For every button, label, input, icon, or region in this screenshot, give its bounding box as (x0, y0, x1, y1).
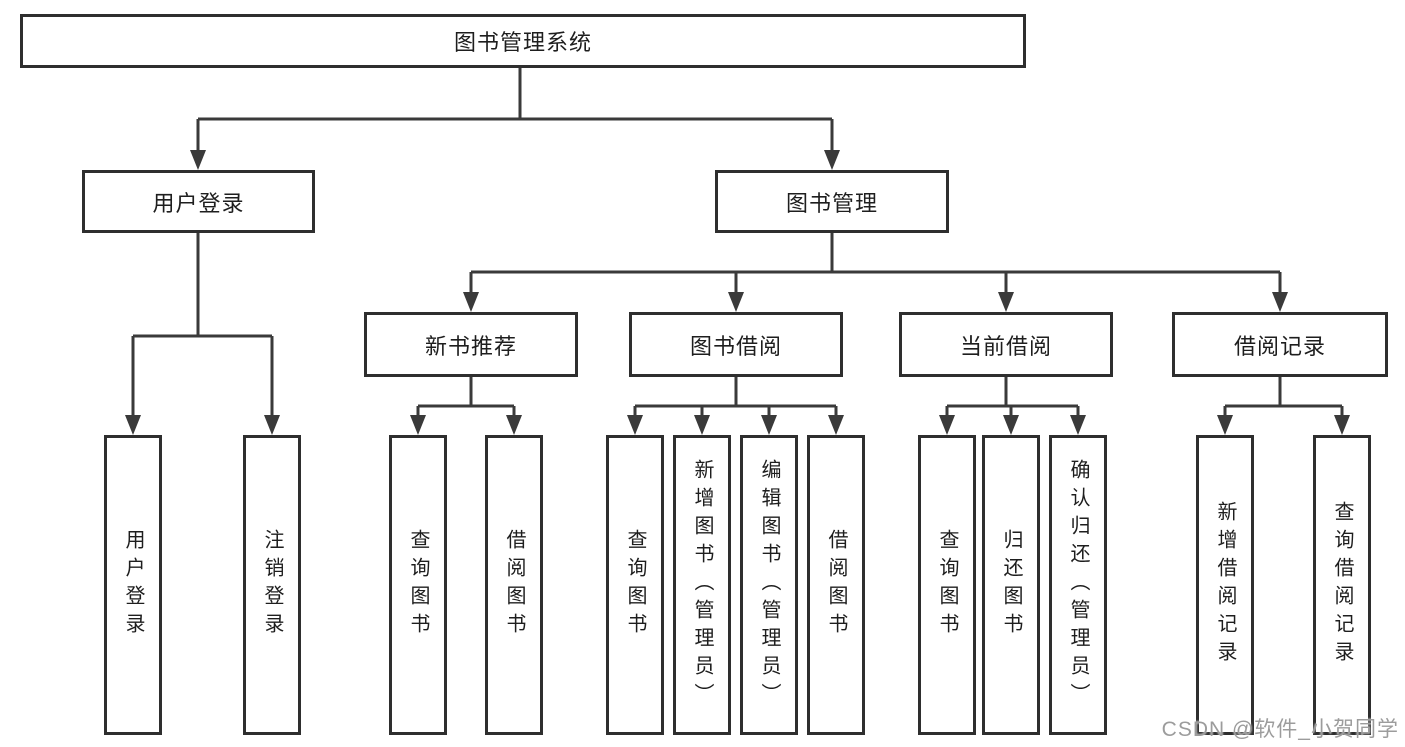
node-label: 查询图书 (407, 529, 429, 641)
node-leaf-query-books-current: 查询图书 (918, 435, 976, 735)
node-label: 确认归还（管理员） (1067, 459, 1089, 711)
node-label: 图书借阅 (689, 333, 782, 359)
node-label: 图书管理系统 (453, 30, 592, 55)
node-leaf-return-books: 归还图书 (982, 435, 1040, 735)
node-label: 查询图书 (624, 529, 646, 641)
node-leaf-borrow-books-recommend: 借阅图书 (485, 435, 543, 735)
node-label: 查询图书 (936, 529, 958, 641)
arrowheads (125, 150, 1350, 435)
node-label: 用户登录 (122, 529, 144, 641)
node-new-book-recommendation: 新书推荐 (364, 312, 578, 377)
node-library-management-system: 图书管理系统 (20, 14, 1026, 68)
node-leaf-query-borrow-record: 查询借阅记录 (1313, 435, 1371, 735)
node-label: 归还图书 (1000, 529, 1022, 641)
node-book-borrowing: 图书借阅 (629, 312, 843, 377)
node-leaf-confirm-return-admin: 确认归还（管理员） (1049, 435, 1107, 735)
node-label: 查询借阅记录 (1331, 501, 1353, 669)
node-label: 当前借阅 (959, 333, 1052, 359)
node-leaf-user-login: 用户登录 (104, 435, 162, 735)
node-label: 借阅图书 (825, 529, 847, 641)
node-label: 图书管理 (785, 190, 878, 216)
node-borrowing-records: 借阅记录 (1172, 312, 1388, 377)
csdn-watermark: CSDN @软件_小贺同学 (1161, 718, 1399, 741)
node-leaf-add-books-admin: 新增图书（管理员） (673, 435, 731, 735)
node-leaf-query-books-recommend: 查询图书 (389, 435, 447, 735)
node-current-borrowing: 当前借阅 (899, 312, 1113, 377)
node-label: 借阅记录 (1233, 333, 1326, 359)
node-label: 用户登录 (152, 190, 245, 216)
node-label: 注销登录 (261, 529, 283, 641)
node-label: 新增借阅记录 (1214, 501, 1236, 669)
node-label: 编辑图书（管理员） (758, 459, 780, 711)
node-leaf-add-borrow-record: 新增借阅记录 (1196, 435, 1254, 735)
node-leaf-logout: 注销登录 (243, 435, 301, 735)
node-leaf-edit-books-admin: 编辑图书（管理员） (740, 435, 798, 735)
node-label: 新增图书（管理员） (691, 459, 713, 711)
node-label: 借阅图书 (503, 529, 525, 641)
node-book-management: 图书管理 (715, 170, 949, 233)
node-label: 新书推荐 (424, 333, 517, 359)
node-user-login: 用户登录 (82, 170, 315, 233)
node-leaf-borrow-books: 借阅图书 (807, 435, 865, 735)
node-leaf-query-books-borrow: 查询图书 (606, 435, 664, 735)
